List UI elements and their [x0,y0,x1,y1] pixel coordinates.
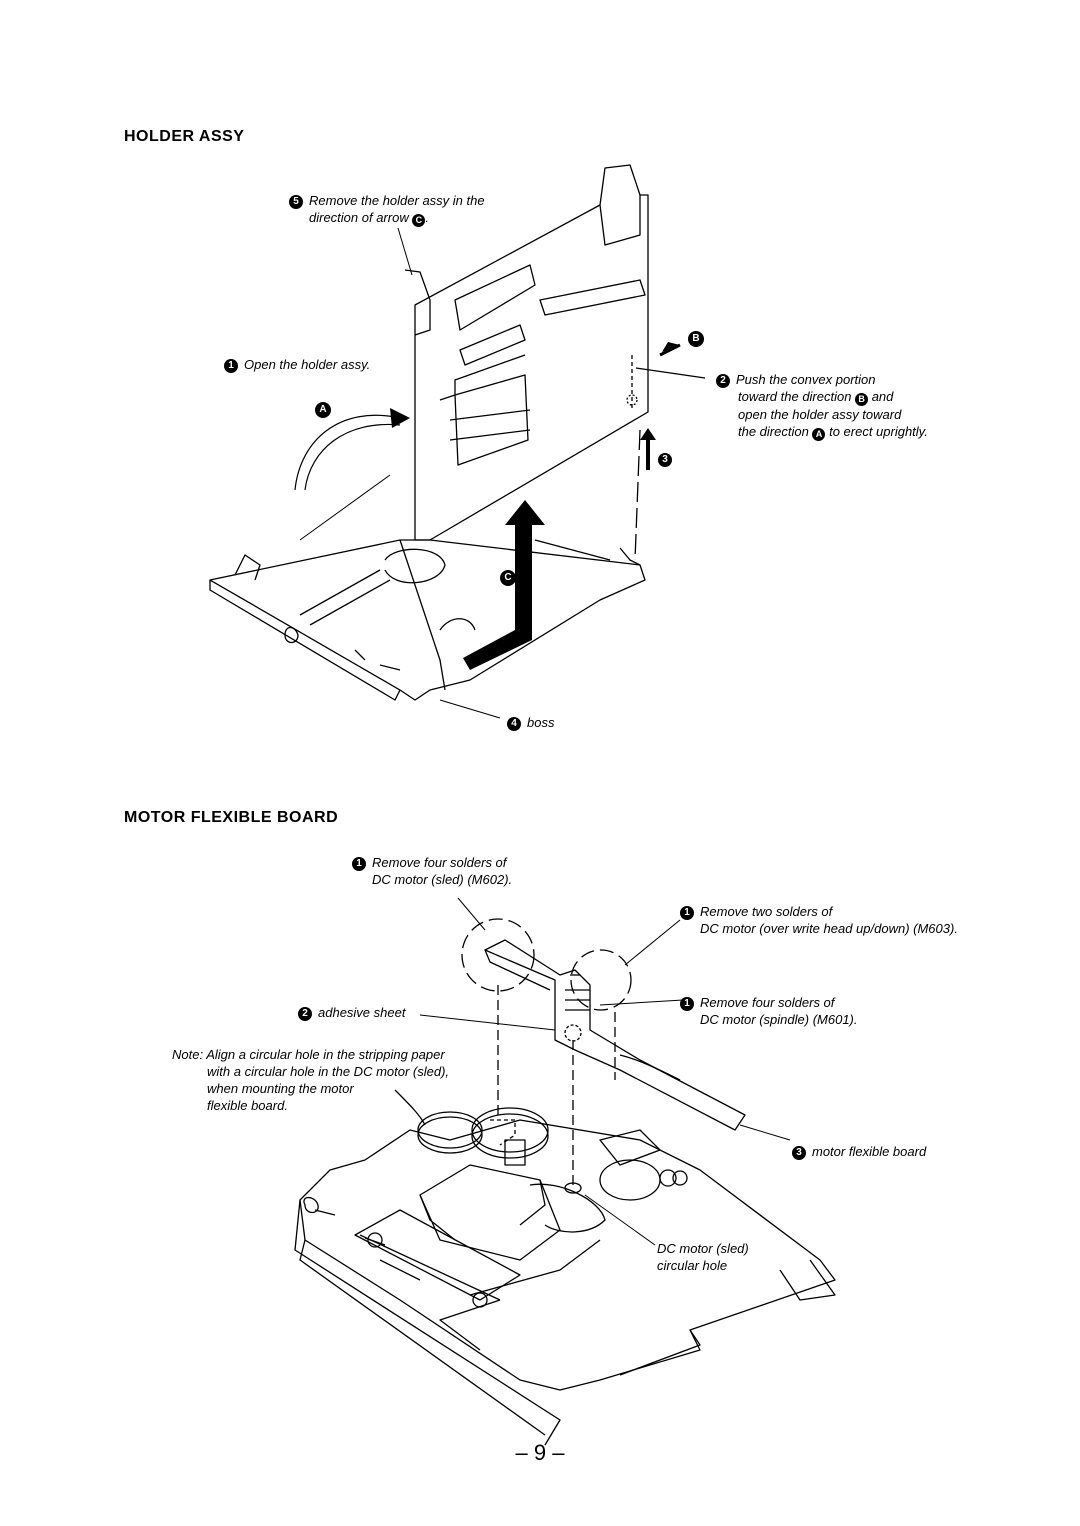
step2-number: 2 [716,374,730,388]
motor-flexible-board-number: 3 [792,1146,806,1160]
solders-spindle-number: 1 [680,997,694,1011]
adhesive-sheet-number: 2 [298,1007,312,1021]
direction-a-marker: A [315,402,331,418]
ref-c-inline: C [412,214,426,227]
mechanism-base [299,1119,836,1391]
direction-b-marker: B [688,331,704,347]
step1-number: 1 [224,359,238,373]
base-tray [209,539,646,701]
step3-number: 3 [658,453,672,467]
solders-sled-number: 1 [352,857,366,871]
flex-board [484,939,746,1131]
holder-assy-heading: HOLDER ASSY [124,128,245,145]
step5-number: 5 [289,195,303,209]
step3-label: 3 [658,450,678,467]
mounting-note: Note: Align a circular hole in the strip… [172,1047,450,1113]
solders-overwrite-number: 1 [680,906,694,920]
ref-b-inline: B [855,393,869,406]
direction-c-marker: C [500,570,516,586]
circular-hole-label: DC motor (sled) circular hole [657,1241,749,1273]
motor-flexible-board-heading: MOTOR FLEXIBLE BOARD [124,809,339,826]
ref-a-inline: A [812,428,826,441]
page-number: – 9 – [515,1440,565,1465]
step4-number: 4 [507,717,521,731]
